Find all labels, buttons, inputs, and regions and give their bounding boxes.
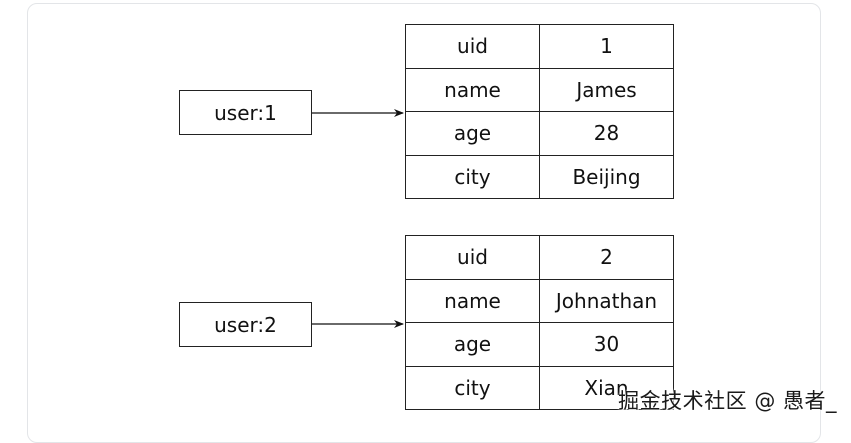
hash-field: city (405, 365, 540, 410)
hash-table-user-2: uid 2 name Johnathan age 30 city Xian (405, 235, 674, 410)
hash-value: Xian (539, 365, 674, 410)
hash-field: city (405, 154, 540, 199)
hash-value: 28 (539, 111, 674, 156)
hash-key-label: user:1 (214, 100, 277, 125)
hash-field: uid (405, 24, 540, 69)
diagram-arrows (312, 109, 404, 328)
hash-table-user-1: uid 1 name James age 28 city Beijing (405, 24, 674, 199)
hash-field: uid (405, 235, 540, 280)
hash-row: city Beijing (405, 154, 674, 199)
hash-value: Johnathan (539, 278, 674, 323)
hash-key-box-user-2: user:2 (179, 302, 312, 347)
hash-field: name (405, 278, 540, 323)
hash-row: age 28 (405, 111, 674, 156)
hash-value: 30 (539, 322, 674, 367)
hash-value: James (539, 67, 674, 112)
hash-key-label: user:2 (214, 312, 277, 337)
hash-row: name Johnathan (405, 278, 674, 323)
hash-row: uid 2 (405, 235, 674, 280)
watermark-text: 掘金技术社区 @ 愚者_ (618, 389, 837, 413)
hash-value: Beijing (539, 154, 674, 199)
hash-row: age 30 (405, 322, 674, 367)
hash-field: age (405, 111, 540, 156)
hash-key-box-user-1: user:1 (179, 90, 312, 135)
hash-field: age (405, 322, 540, 367)
hash-row: city Xian (405, 365, 674, 410)
